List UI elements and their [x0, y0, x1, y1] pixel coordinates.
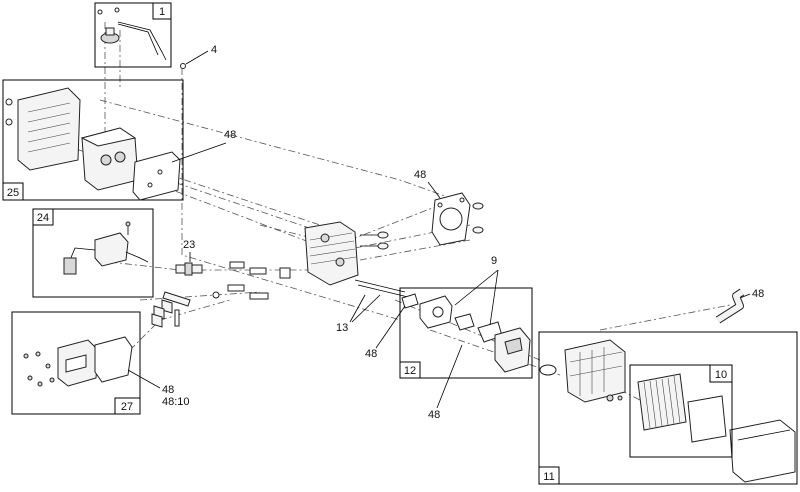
box-11: 11: [538, 331, 798, 485]
box-12: 12: [399, 287, 533, 379]
box-24-label: 24: [37, 212, 49, 224]
muffler-port: [100, 154, 112, 166]
box-25: 25: [2, 79, 184, 201]
box-25-label: 25: [7, 187, 19, 199]
air-gasket-part: [539, 364, 557, 376]
callout-48-insulator: 48: [365, 348, 377, 360]
callout-23: 23: [183, 239, 195, 251]
spark-plug-boot-part: [63, 257, 77, 275]
paper-filter-part: [637, 373, 687, 431]
cylinder-head-part: [304, 221, 359, 286]
callout-48-10: 48:10: [162, 396, 190, 408]
bolt-part: [5, 98, 13, 106]
spark-plug-part: [175, 262, 203, 276]
insulator-part: [401, 293, 419, 309]
callout-4: 4: [211, 44, 217, 56]
foam-pre-filter-part: [687, 395, 727, 443]
breather-tube-part: [715, 288, 745, 324]
cover-screws: [23, 351, 55, 387]
callout-48-head-gasket: 48: [414, 169, 426, 181]
callout-9: 48: [752, 288, 764, 300]
muffler-port-2: [114, 151, 126, 163]
heat-shield-part: [17, 87, 81, 171]
box-24: 24: [32, 208, 154, 298]
head-gasket-part: [431, 192, 471, 246]
box-10-label: 10: [715, 369, 727, 381]
rocker-arm-parts: [151, 291, 191, 328]
callout-13: 13: [336, 322, 348, 334]
box-27-label: 27: [121, 401, 133, 413]
screw-part: [97, 9, 103, 15]
bolt-part-2: [5, 118, 13, 126]
bolts-group: [212, 261, 291, 300]
screw-part-2: [114, 7, 120, 13]
fitting-part: [180, 63, 186, 69]
box-1: 1: [94, 2, 172, 68]
box-11-label: 11: [543, 471, 554, 483]
dowel-pins: [472, 202, 484, 234]
callout-48-valve-cover: 48: [162, 384, 174, 396]
muffler-gasket-part: [132, 151, 181, 201]
box-10: 10: [629, 364, 733, 458]
box-1-label: 1: [159, 6, 165, 18]
air-cleaner-cover-part: [729, 419, 796, 483]
valve-cover-gasket-part: [94, 336, 133, 383]
ignition-coil-part: [94, 232, 129, 267]
spacer-part: [454, 313, 475, 331]
cap-stem-part: [105, 27, 115, 36]
valve-parts: [360, 231, 389, 250]
box-12-label: 12: [404, 365, 416, 377]
callout-48-carb-top: 9: [491, 255, 497, 267]
callout-48-top: 48: [224, 129, 236, 141]
box-27: 27: [11, 311, 141, 415]
callout-48-carb-bottom: 48: [428, 409, 440, 421]
